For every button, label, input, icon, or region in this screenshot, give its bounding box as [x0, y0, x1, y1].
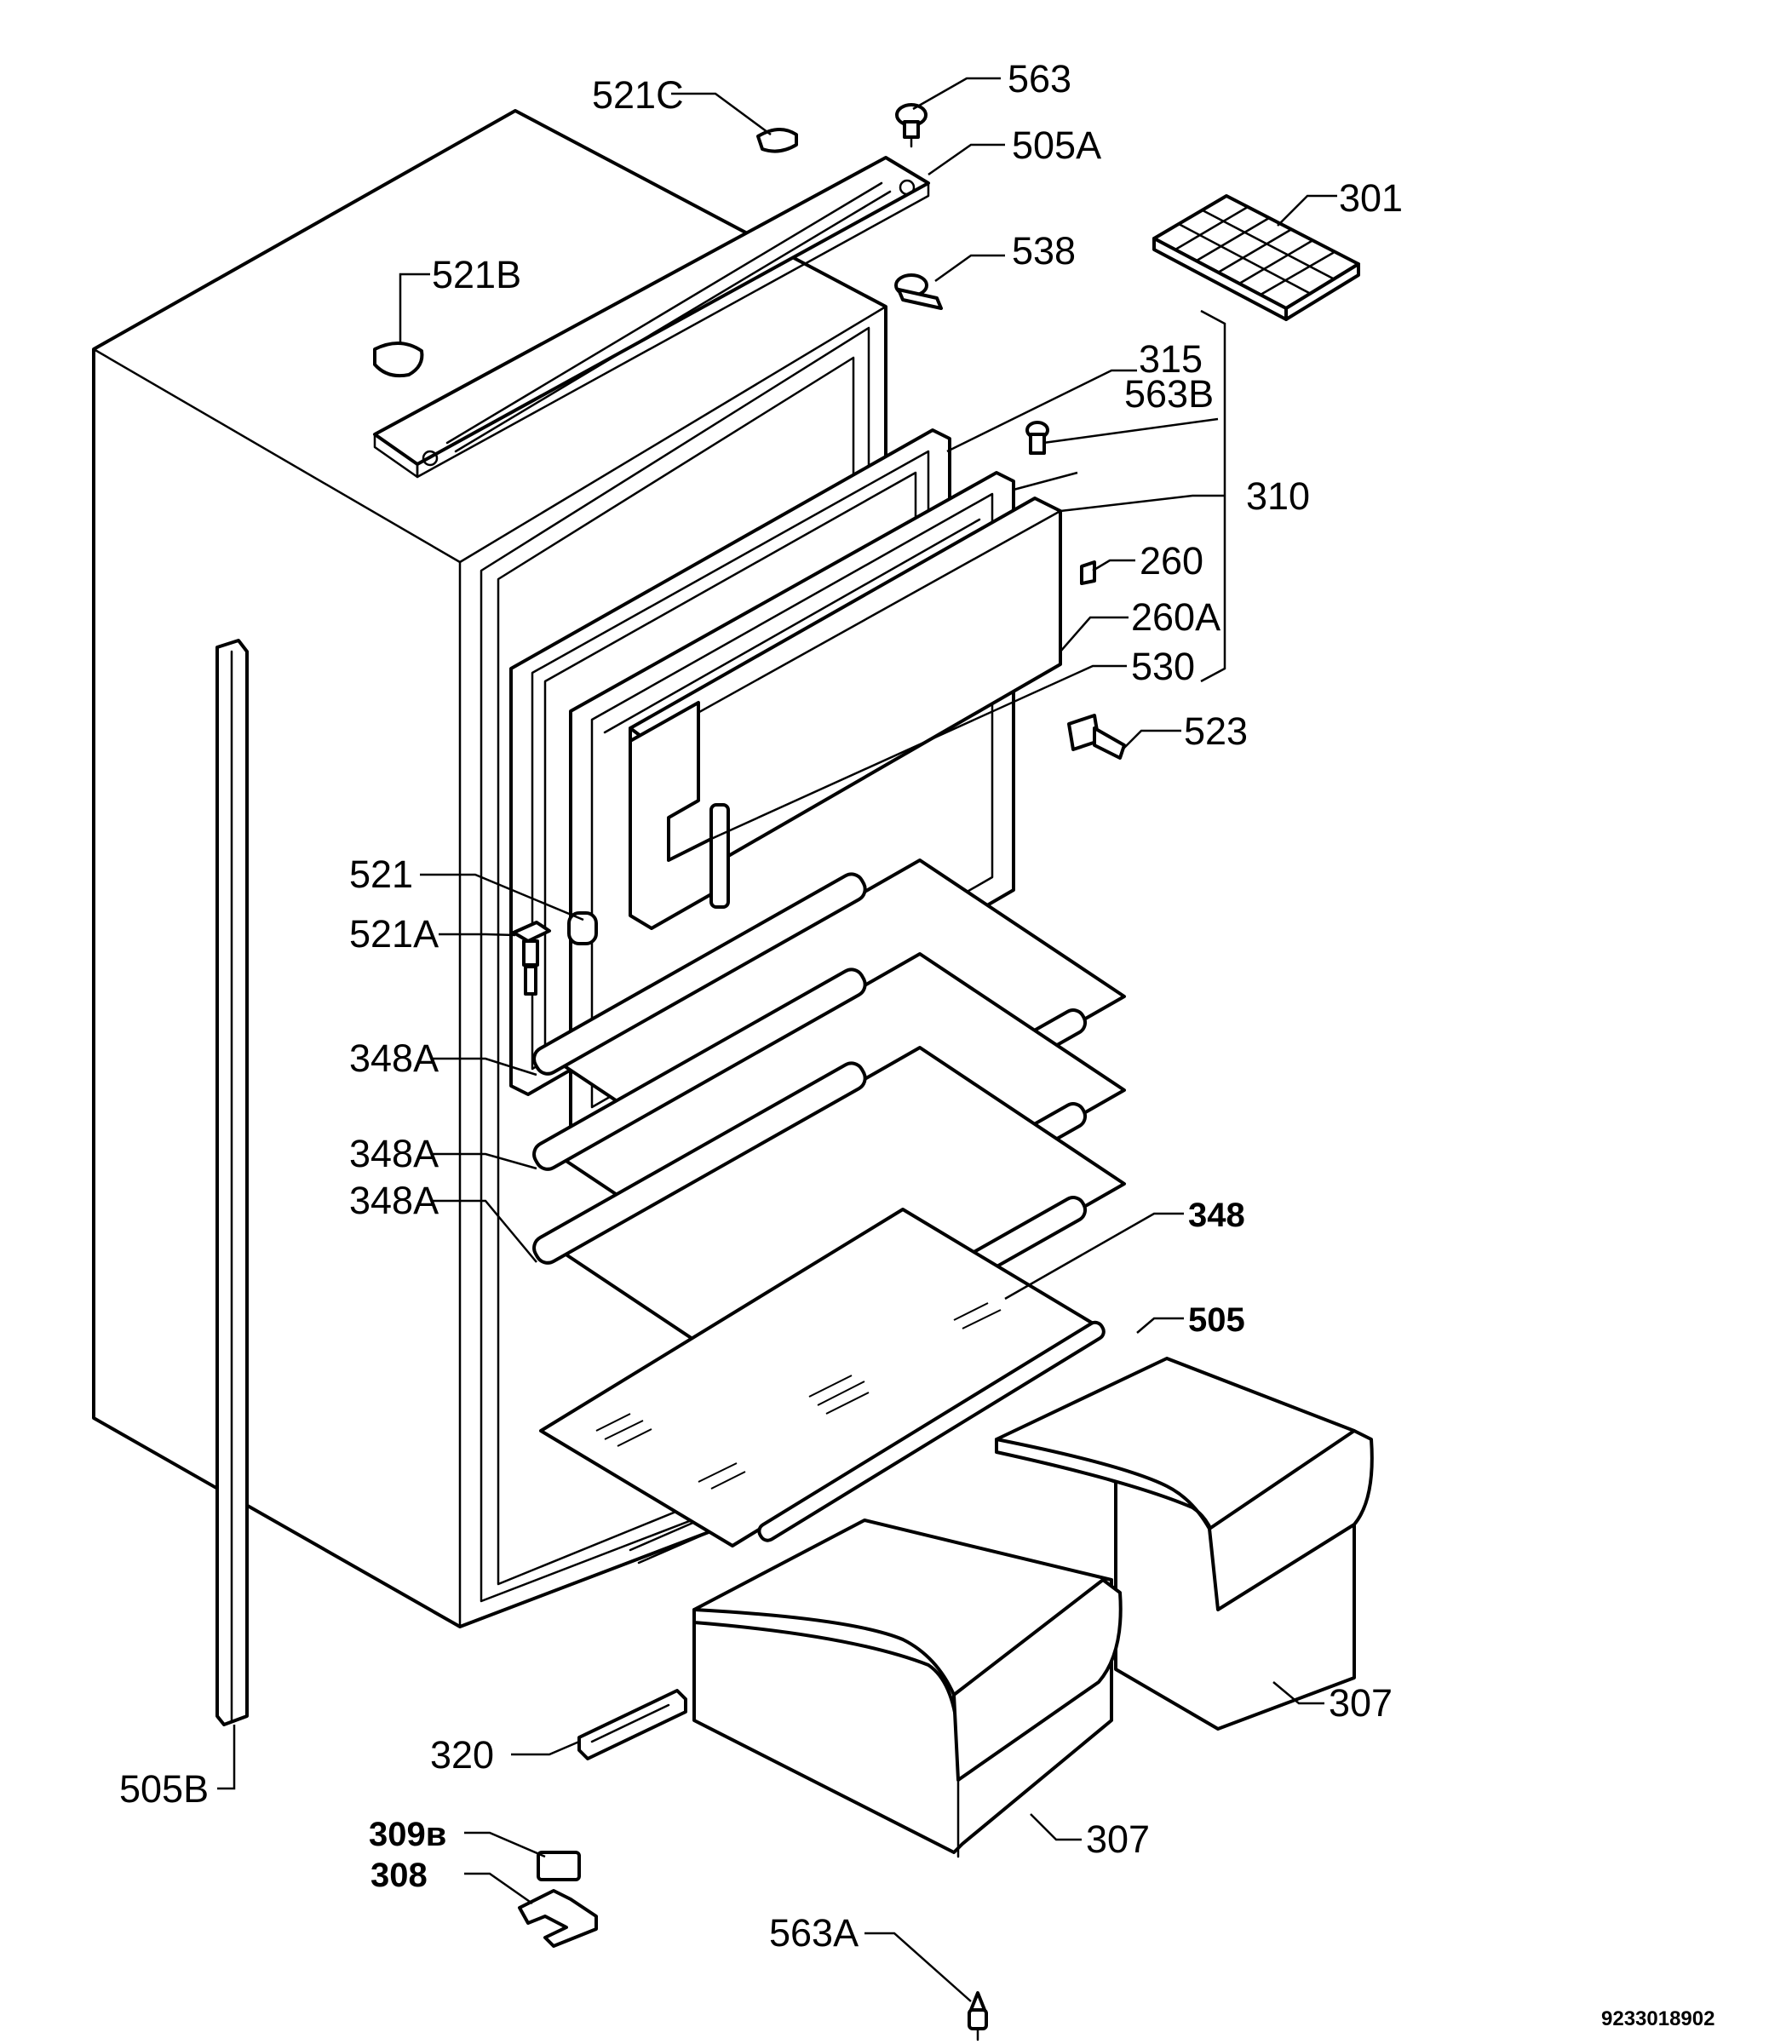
label-538: 538 [1012, 229, 1076, 273]
door-frame-530 [629, 701, 730, 930]
label-348: 348 [1188, 1197, 1245, 1234]
label-530: 530 [1131, 645, 1195, 688]
label-310: 310 [1246, 474, 1310, 518]
label-307-left: 307 [1086, 1817, 1150, 1861]
label-521a: 521A [349, 912, 439, 956]
crisper-drawer-307-left [692, 1519, 1123, 1858]
label-505: 505 [1188, 1301, 1245, 1339]
label-348a-1: 348A [349, 1036, 439, 1080]
label-315: 315 [1139, 337, 1203, 381]
cap-521b [373, 342, 424, 378]
top-cover-strip-505a [373, 156, 930, 479]
label-563: 563 [1008, 57, 1071, 100]
guide-rail-505 [757, 1320, 1106, 1542]
bracket-308 [518, 1889, 598, 1948]
plug-521a [512, 921, 551, 996]
cap-521c [756, 128, 798, 153]
door-hinge-260 [1080, 560, 1096, 585]
foot-563a [968, 1991, 988, 2041]
label-505a: 505A [1012, 123, 1101, 167]
label-521: 521 [349, 853, 413, 896]
crisper-drawer-307-right [995, 1357, 1374, 1731]
label-521c: 521C [592, 73, 684, 117]
part-labels: 521C 563 505A 301 521B 538 315 563B 310 … [119, 57, 1714, 2030]
clip-309b [537, 1851, 581, 1881]
document-number: 9233018902 [1601, 2007, 1714, 2030]
door-catch-523 [1067, 714, 1126, 760]
hinge-538 [894, 273, 943, 310]
label-260a: 260A [1131, 595, 1221, 639]
cap-521 [567, 911, 598, 945]
label-348a-3: 348A [349, 1179, 439, 1222]
label-523: 523 [1184, 709, 1248, 753]
label-348a-2: 348A [349, 1132, 439, 1175]
label-521b: 521B [432, 253, 521, 296]
label-308: 308 [370, 1857, 428, 1894]
label-260: 260 [1140, 539, 1203, 583]
leader-lines [217, 77, 1337, 2002]
label-320: 320 [430, 1733, 494, 1777]
label-309b: 309в [369, 1816, 446, 1853]
cover-strip-505b [215, 639, 249, 1726]
ice-tray-301 [1152, 194, 1360, 321]
slide-320 [577, 1689, 687, 1760]
door-bracket-563b [1025, 421, 1049, 455]
label-505b: 505B [119, 1767, 209, 1811]
screw-563 [895, 103, 928, 148]
label-301: 301 [1339, 176, 1403, 220]
label-307-right: 307 [1329, 1681, 1393, 1725]
label-563a: 563A [769, 1911, 859, 1955]
label-563b: 563B [1124, 372, 1214, 416]
